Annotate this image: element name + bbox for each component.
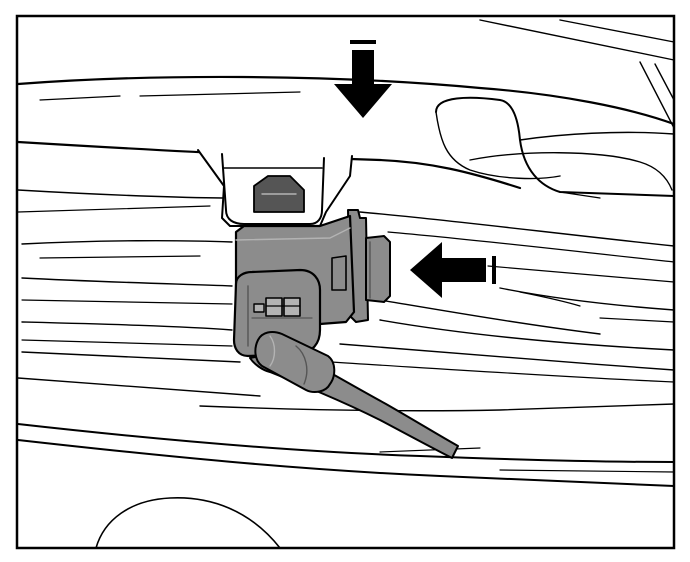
sensor-mount-bracket: [197, 149, 353, 227]
parking-sensor: [232, 209, 391, 358]
push-left-arrow: [410, 242, 496, 298]
push-down-arrow: [334, 40, 392, 118]
wiring-harness: [249, 331, 459, 459]
